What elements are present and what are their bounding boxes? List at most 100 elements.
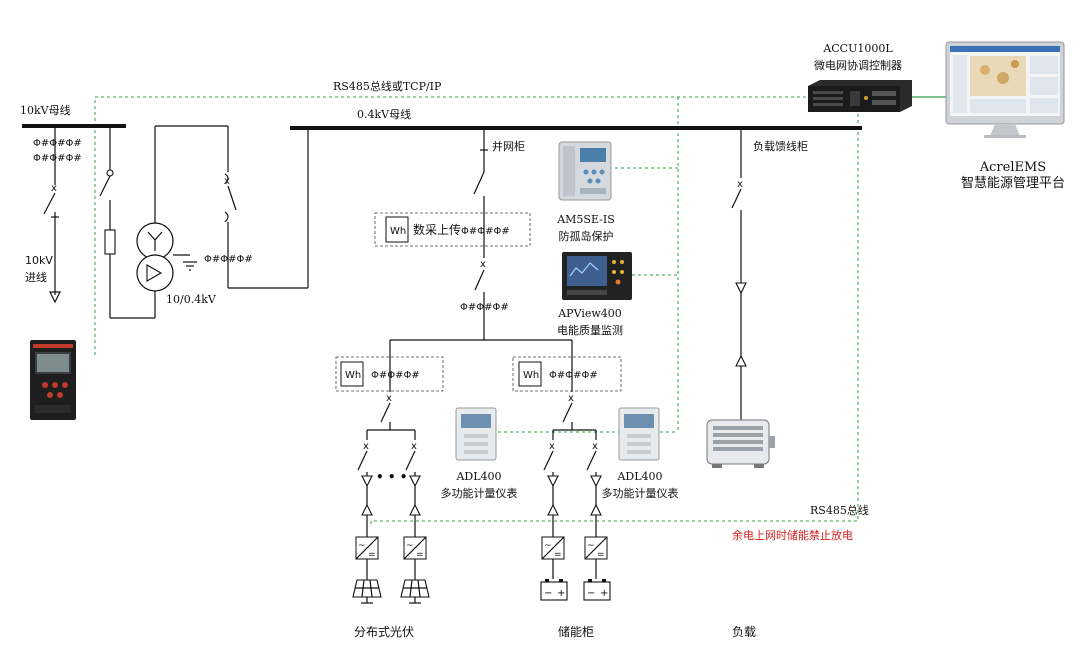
arrow-up-icon [590,503,602,516]
incoming-label-1: 10kV [25,254,53,267]
svg-text:=: = [554,550,562,560]
adl-right-name: 多功能计量仪表 [602,486,679,500]
arrow-up-icon [361,503,373,516]
meter-box [335,356,444,392]
svg-text:x: x [51,183,57,194]
hv-section: 10kV母线 Φ#Φ#Φ# Φ#Φ#Φ# x 10kV 进线 [20,103,309,319]
svg-text:+: + [557,588,565,599]
ct-glyph: Φ#Φ#Φ# [460,302,509,313]
relay-device-icon [558,141,612,201]
grid-cabinet-label: 并网柜 [492,139,525,153]
monitor-icon [945,41,1065,138]
wh-meter-icon [385,216,409,243]
transformer-label: 10/0.4kV [166,293,217,306]
ct-glyph: Φ#Φ#Φ# [549,370,598,381]
am5se-device: AM5SE-IS 防孤岛保护 [556,141,615,243]
svg-text:=: = [597,550,605,560]
battery-icon: − + [540,579,568,601]
arrow-up-icon [409,503,421,516]
fuse-icon [104,229,116,255]
arrow-down-icon [590,475,602,488]
am5se-name: 防孤岛保护 [559,229,614,243]
breaker-icon: x [363,441,369,452]
adl400-right: ADL400 多功能计量仪表 [602,407,679,500]
breaker-icon: x [549,441,555,452]
warning-text: 余电上网时储能禁止放电 [732,528,853,542]
storage-branch: Wh Φ#Φ#Φ# x x ~ = − + x ~ [512,340,622,601]
solar-panel-icon [352,579,382,604]
controller-name: 微电网协调控制器 [814,58,902,72]
svg-text:=: = [416,550,424,560]
fuse-disconnect-icon [106,169,114,177]
arrow-down-icon [547,475,559,488]
arrow-down-icon [49,291,61,304]
lv-bus-label: 0.4kV母线 [357,107,411,121]
arrow-up-icon [735,354,747,367]
controller: ACCU1000L 微电网协调控制器 [808,42,912,112]
breaker-icon: x [411,441,417,452]
am5se-model: AM5SE-IS [556,213,615,226]
ct-glyph: Φ#Φ#Φ# [204,254,253,265]
motor-load-icon [706,419,775,468]
wh-label: Wh [523,370,539,381]
svg-text:+: + [600,588,608,599]
load-cabinet-label: 负载馈线柜 [753,139,808,153]
breaker-icon [473,171,485,258]
breaker-icon: x [737,179,743,190]
svg-text:~: ~ [544,541,552,551]
svg-text:~: ~ [358,541,366,551]
breaker-icon: x [592,441,598,452]
load-feeder: 负载馈线柜 x [706,128,808,468]
platform-name: AcrelEMS [979,160,1046,175]
svg-text:−: − [587,588,595,599]
svg-text:−: − [544,588,552,599]
grid-cabinet: 并网柜 Wh 数采上传 Φ#Φ#Φ# x Φ#Φ#Φ# [374,128,572,341]
svg-text:~: ~ [587,541,595,551]
meter-device-icon [562,252,632,300]
ellipsis: • • • [376,470,407,484]
load-label: 负载 [732,625,756,639]
meter-device-icon [618,407,660,461]
svg-text:=: = [368,550,376,560]
wh-label: Wh [390,226,406,237]
platform-subtitle: 智慧能源管理平台 [961,175,1065,191]
apview-device: APView400 电能质量监测 [557,252,632,337]
upload-label: 数采上传 [413,222,461,237]
arrow-down-icon [735,282,747,295]
hv-bus-label: 10kV母线 [20,103,71,117]
arrow-down-icon [409,475,421,488]
breaker-icon: x [386,393,392,404]
svg-text:~: ~ [406,541,414,551]
meter-device-icon [455,407,497,461]
incoming-label-2: 进线 [25,270,47,284]
battery-icon: − + [583,579,611,601]
controller-icon [808,80,912,112]
meter-box [512,356,622,392]
adl-right-model: ADL400 [616,470,662,483]
breaker-icon: x [43,183,59,248]
transformer-icon [136,125,228,318]
wh-meter-icon [518,361,542,387]
rs485-label: RS485总线 [810,503,869,517]
comm-lines [94,96,950,527]
solar-panel-icon [400,579,430,604]
rs485-tcp-label: RS485总线或TCP/IP [333,79,442,93]
relay-device-icon [30,340,76,420]
breaker-icon: x [568,393,574,404]
adl-left-name: 多功能计量仪表 [441,486,518,500]
storage-label: 储能柜 [558,624,594,639]
ct-glyph: Φ#Φ#Φ# [33,138,82,149]
breaker-icon: x [480,259,486,270]
ct-glyph: Φ#Φ#Φ# [461,226,510,237]
wh-meter-icon [340,361,364,387]
apview-model: APView400 [557,307,622,320]
apview-name: 电能质量监测 [557,323,623,337]
pv-label: 分布式光伏 [354,625,414,639]
pv-branch: Wh Φ#Φ#Φ# x x ~ = x [335,340,444,604]
meter-box [374,212,531,247]
arrow-up-icon [547,503,559,516]
arrow-down-icon [361,475,373,488]
ct-glyph: Φ#Φ#Φ# [371,370,420,381]
